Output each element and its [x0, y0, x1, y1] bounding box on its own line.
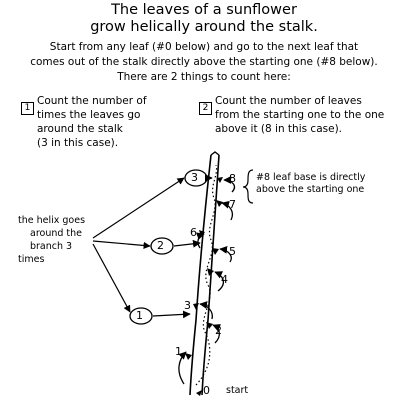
step-1: 1: [21, 95, 34, 115]
helix-note-line-4: times: [18, 254, 45, 265]
step-1-line-3: around the stalk: [37, 123, 123, 135]
step-2-line-2: from the starting one to the one: [215, 109, 385, 121]
step-1-line-4: (3 in this case).: [37, 137, 119, 149]
arrow-2-to-3: [199, 301, 213, 320]
leaf-label-5: 5: [229, 245, 236, 258]
helix-dotted-path: [195, 164, 218, 386]
arrow-6-to-7: [221, 200, 234, 221]
helix-note-line-3: branch 3: [30, 241, 73, 252]
helix-note-pointers: [92, 177, 185, 313]
step-1-number-box: 1: [21, 102, 34, 115]
step-1-line-2: times the leaves go: [37, 109, 141, 121]
helix-note-line-2: around the: [30, 228, 83, 239]
turn-marker-2-label: 2: [157, 239, 164, 252]
step-2-line-1: Count the number of leaves: [215, 95, 362, 107]
leaf-stub-1: [185, 353, 192, 360]
step-1-text: Count the number of times the leaves go …: [37, 94, 177, 150]
arrow-0-to-1: [178, 351, 187, 385]
stalk-top: [210, 151, 220, 156]
leaf-label-3: 3: [184, 299, 191, 312]
turn-marker-2: [150, 237, 201, 255]
diagram-title-line-1: The leaves of a sunflower: [111, 2, 297, 18]
leaf-base-note-line-2: above the starting one: [256, 184, 365, 195]
diagram-title-line-2: grow helically around the stalk.: [90, 19, 318, 35]
leaf-label-2: 2: [215, 324, 222, 337]
arrow-1-to-2: [212, 324, 221, 344]
leaf-base-note-brace: [242, 169, 254, 204]
leaf-label-8: 8: [229, 172, 236, 185]
arrow-7-to-8: [223, 176, 236, 193]
leaf-stub-3: [193, 303, 199, 310]
step-1-line-1: Count the number of: [37, 95, 147, 107]
leaf-stub-5: [212, 248, 219, 255]
turn-marker-1: [129, 307, 191, 325]
arrow-3-to-4: [214, 271, 225, 292]
turn-marker-1-label: 1: [136, 309, 143, 322]
step-2-text: Count the number of leaves from the star…: [215, 94, 405, 136]
step-2: 2: [199, 95, 212, 115]
intro-line-3: There are 2 things to count here:: [117, 71, 291, 83]
leaf-label-4: 4: [221, 273, 228, 286]
stalk-left-outline: [189, 154, 212, 396]
leaf-base-note-line-1: #8 leaf base is directly: [256, 172, 366, 183]
stalk-right-outline: [201, 154, 220, 396]
helix-note: the helix goes around the branch 3 times: [18, 214, 98, 266]
leaf-label-1: 1: [175, 345, 182, 358]
leaf-label-0: 0: [203, 384, 210, 397]
leaf-stub-0: [196, 390, 202, 396]
step-2-number-box: 2: [199, 102, 212, 115]
leaf-label-7: 7: [229, 198, 236, 211]
leaf-step-arrows: [178, 176, 236, 385]
leaf-base-note: #8 leaf base is directly above the start…: [256, 172, 406, 196]
start-label: start: [226, 385, 249, 396]
leaf-label-6: 6: [190, 226, 197, 239]
turn-marker-3-label: 3: [191, 171, 198, 184]
step-2-line-3: above it (8 in this case).: [215, 123, 342, 135]
intro-line-2: comes out of the stalk directly above th…: [30, 56, 378, 68]
helix-note-line-1: the helix goes: [18, 215, 86, 226]
leaf-stub-4: [207, 268, 214, 276]
intro-line-1: Start from any leaf (#0 below) and go to…: [49, 41, 359, 53]
arrow-4-to-5: [219, 246, 232, 263]
turn-marker-3: [184, 169, 213, 187]
leaf-stub-2: [206, 322, 213, 329]
leaf-stub-8: [217, 177, 223, 183]
